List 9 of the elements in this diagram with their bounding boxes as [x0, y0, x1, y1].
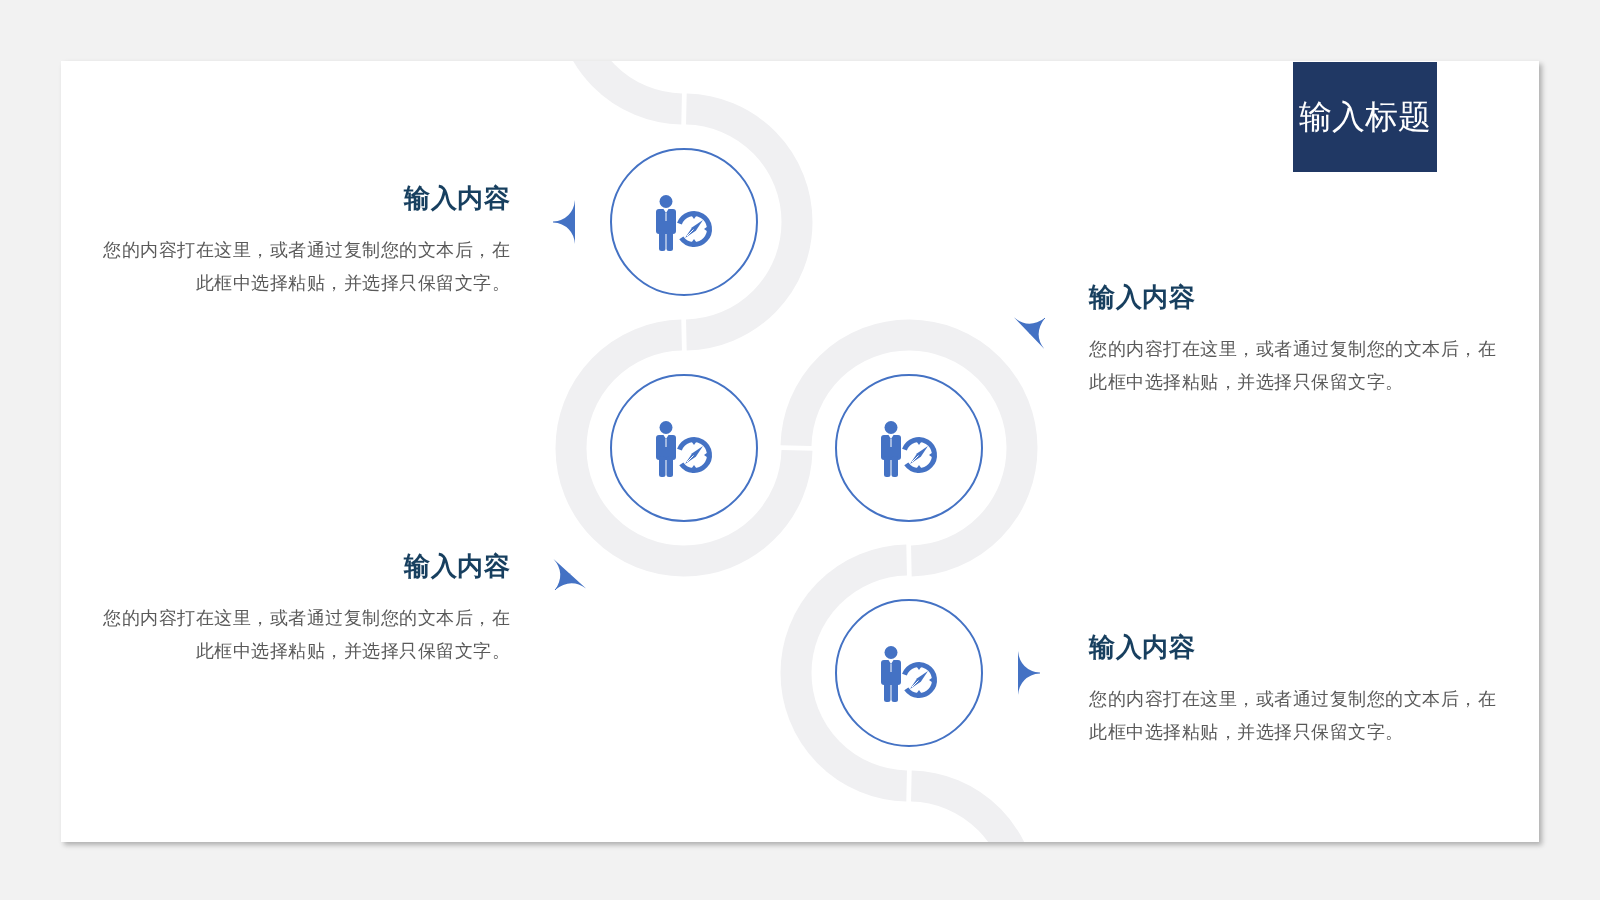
body-text: 您的内容打在这里，或者通过复制您的文本后，在此框中选择粘贴，并选择只保留文字。 — [1089, 337, 1497, 394]
section-heading: 输入内容 — [404, 550, 510, 583]
body-text: 您的内容打在这里，或者通过复制您的文本后，在此框中选择粘贴，并选择只保留文字。 — [102, 238, 510, 295]
section-heading: 输入内容 — [1089, 631, 1195, 664]
body-text: 您的内容打在这里，或者通过复制您的文本后，在此框中选择粘贴，并选择只保留文字。 — [102, 606, 510, 663]
body-text: 您的内容打在这里，或者通过复制您的文本后，在此框中选择粘贴，并选择只保留文字。 — [1089, 687, 1497, 744]
title-banner: 输入标题 — [1293, 62, 1437, 172]
section-heading: 输入内容 — [1089, 281, 1195, 314]
section-heading: 输入内容 — [404, 182, 510, 215]
